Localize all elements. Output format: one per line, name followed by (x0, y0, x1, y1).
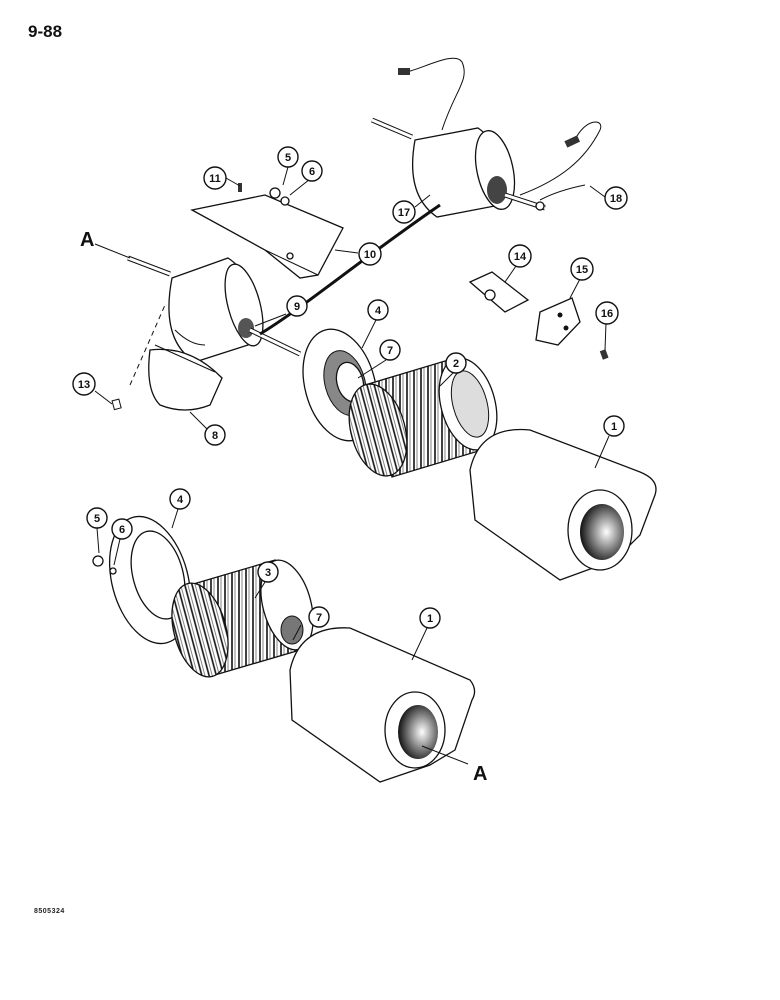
callout-8: 8 (204, 424, 226, 446)
blower-housing-upper (469, 428, 657, 581)
callout-1-upper: 1 (603, 415, 625, 437)
callout-7-lower-label: 7 (316, 612, 322, 624)
callout-17-label: 17 (398, 207, 410, 219)
callout-2-label: 2 (453, 358, 459, 370)
callout-16-label: 16 (601, 308, 613, 320)
callout-11-label: 11 (209, 173, 221, 185)
callout-17: 17 (392, 200, 416, 224)
callout-2: 2 (445, 352, 467, 374)
callout-13: 13 (72, 372, 96, 396)
mounting-bracket (190, 183, 344, 279)
callout-5-lower: 5 (86, 507, 108, 529)
callout-4-lower: 4 (169, 488, 191, 510)
callout-10-label: 10 (364, 249, 376, 261)
callout-3: 3 (257, 561, 279, 583)
callout-leaders (94, 166, 610, 661)
callout-4-upper: 4 (367, 299, 389, 321)
callout-1-lower-label: 1 (427, 613, 433, 625)
blower-housing-lower (289, 627, 476, 783)
callout-18-label: 18 (610, 193, 622, 205)
reference-mark-a-bottom: A (473, 763, 487, 785)
callout-3-label: 3 (265, 567, 271, 579)
callout-7-upper-label: 7 (387, 345, 393, 357)
callout-13-label: 13 (78, 379, 90, 391)
callout-5-upper-label: 5 (285, 152, 291, 164)
callout-4-lower-label: 4 (177, 494, 184, 506)
inlet-ring-lower (92, 515, 192, 645)
callout-4-upper-label: 4 (375, 305, 382, 317)
callout-6-lower-label: 6 (119, 524, 125, 536)
callout-8-label: 8 (212, 430, 218, 442)
callout-18: 18 (604, 186, 628, 210)
callout-6-lower: 6 (111, 518, 133, 540)
callout-9-label: 9 (294, 301, 300, 313)
callout-7-lower: 7 (308, 606, 330, 628)
callout-9: 9 (286, 295, 308, 317)
callout-14-label: 14 (514, 251, 527, 263)
callout-5-lower-label: 5 (94, 513, 100, 525)
callout-7-upper: 7 (379, 339, 401, 361)
callout-6-upper-label: 6 (309, 166, 315, 178)
blower-motor-upper (371, 57, 602, 218)
small-hardware (468, 271, 609, 360)
callout-6-upper: 6 (301, 160, 323, 182)
blower-wheel-upper (348, 357, 498, 478)
callout-15-label: 15 (576, 264, 588, 276)
page-number: 9-88 (28, 22, 63, 41)
reference-mark-a-top: A (80, 229, 94, 251)
callout-14: 14 (508, 244, 532, 268)
callout-1-lower: 1 (419, 607, 441, 629)
callout-5-upper: 5 (277, 146, 299, 168)
callout-15: 15 (570, 257, 594, 281)
callout-16: 16 (595, 301, 619, 325)
blower-motor-main (111, 203, 441, 411)
callout-11: 11 (203, 166, 227, 190)
callout-1-upper-label: 1 (611, 421, 617, 433)
callout-10: 10 (358, 242, 382, 266)
figure-code: 8505324 (34, 908, 65, 915)
